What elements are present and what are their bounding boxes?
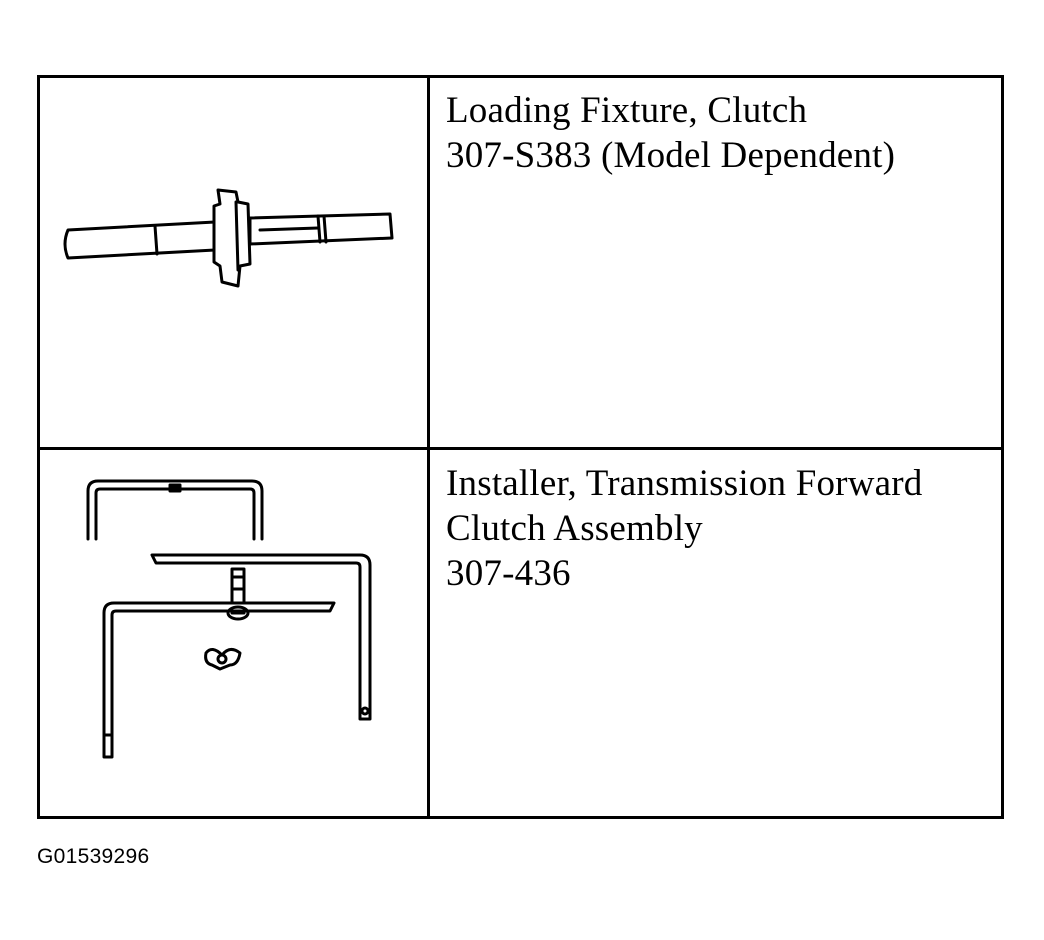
column-divider <box>427 78 430 816</box>
tool-name: Installer, Transmission Forward <box>446 463 923 504</box>
clutch-loading-fixture-icon <box>60 178 400 303</box>
tool-description-1: Loading Fixture, Clutch 307-S383 (Model … <box>446 88 895 178</box>
tool-name: Loading Fixture, Clutch <box>446 90 808 131</box>
tool-number: 307-436 <box>446 553 571 594</box>
forward-clutch-installer-icon <box>80 473 380 778</box>
row-divider <box>40 447 1001 450</box>
tool-number: 307-S383 (Model Dependent) <box>446 135 896 176</box>
tool-description-2: Installer, Transmission Forward Clutch A… <box>446 461 922 596</box>
special-tools-table: Loading Fixture, Clutch 307-S383 (Model … <box>37 75 1004 819</box>
figure-id: G01539296 <box>37 845 150 868</box>
tool-name-continued: Clutch Assembly <box>446 508 703 549</box>
